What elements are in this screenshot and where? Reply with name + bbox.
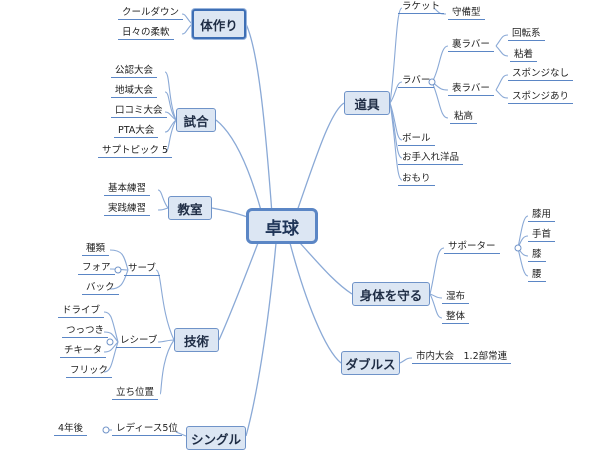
branch-classroom[interactable]: 教室 xyxy=(168,196,212,220)
topic-city-tournament[interactable]: 市内大会 1.2部常連 xyxy=(412,350,512,364)
branch-match[interactable]: 試合 xyxy=(176,108,216,132)
topic-practical-practice[interactable]: 実践練習 xyxy=(104,202,151,216)
topic-serve[interactable]: サーブ xyxy=(124,262,160,276)
topic-ladies-5th[interactable]: レディース5位 xyxy=(112,422,182,436)
topic-no-sponge[interactable]: スポンジなし xyxy=(508,67,574,81)
topic-rubber[interactable]: ラバー xyxy=(398,74,435,88)
topic-drive[interactable]: ドライブ xyxy=(58,304,105,318)
topic-standing-position[interactable]: 立ち位置 xyxy=(112,386,159,400)
branch-technique[interactable]: 技術 xyxy=(174,328,219,352)
central-topic[interactable]: 卓球 xyxy=(246,208,318,244)
topic-defensive[interactable]: 守備型 xyxy=(448,6,485,20)
topic-push[interactable]: つっつき xyxy=(62,324,109,338)
topic-subtopic-5[interactable]: サプトピック 5 xyxy=(98,144,173,158)
topic-serve-fore[interactable]: フォア xyxy=(78,261,115,275)
topic-knee-use[interactable]: 膝用 xyxy=(528,208,556,222)
topic-knee[interactable]: 膝 xyxy=(528,248,546,262)
topic-cooldown[interactable]: クールダウン xyxy=(118,6,184,20)
topic-chiquita[interactable]: チキータ xyxy=(60,344,107,358)
topic-with-sponge[interactable]: スポンジあり xyxy=(508,90,574,104)
topic-serve-types[interactable]: 種類 xyxy=(82,242,110,256)
topic-weight[interactable]: おもり xyxy=(398,172,435,186)
topic-waist[interactable]: 腰 xyxy=(528,268,546,282)
topic-tacky[interactable]: 粘着 xyxy=(510,48,538,62)
topic-regional-tournament[interactable]: 地域大会 xyxy=(111,84,158,98)
topic-official-tournament[interactable]: 公認大会 xyxy=(111,64,158,78)
branch-body[interactable]: 体作り xyxy=(192,9,246,39)
branch-singles[interactable]: シングル xyxy=(186,426,246,450)
topic-compress[interactable]: 湿布 xyxy=(442,290,470,304)
topic-chiropractic[interactable]: 整体 xyxy=(442,310,470,324)
branch-equipment[interactable]: 道具 xyxy=(344,91,390,115)
topic-serve-back[interactable]: バック xyxy=(82,281,119,295)
topic-supporter[interactable]: サポーター xyxy=(444,240,500,254)
topic-back-rubber[interactable]: 裏ラバー xyxy=(448,38,494,52)
topic-word-of-mouth-tournament[interactable]: 口コミ大会 xyxy=(111,104,167,118)
topic-ball[interactable]: ボール xyxy=(398,132,435,146)
topic-basic-practice[interactable]: 基本練習 xyxy=(104,182,151,196)
topic-spin-type[interactable]: 回転系 xyxy=(508,27,545,41)
branch-doubles[interactable]: ダブルス xyxy=(341,351,400,375)
topic-daily-stretch[interactable]: 日々の柔軟 xyxy=(118,26,174,40)
topic-high-tension[interactable]: 粘高 xyxy=(450,110,478,124)
topic-receive[interactable]: レシーブ xyxy=(116,334,162,348)
topic-four-years-later[interactable]: 4年後 xyxy=(54,422,88,436)
topic-pta-tournament[interactable]: PTA大会 xyxy=(114,124,159,138)
branch-protect[interactable]: 身体を守る xyxy=(352,282,430,306)
topic-care-goods[interactable]: お手入れ洋品 xyxy=(398,151,464,165)
topic-front-rubber[interactable]: 表ラバー xyxy=(448,82,494,96)
topic-racket[interactable]: ラケット xyxy=(398,0,445,14)
topic-flick[interactable]: フリック xyxy=(66,364,113,378)
topic-wrist[interactable]: 手首 xyxy=(528,228,556,242)
